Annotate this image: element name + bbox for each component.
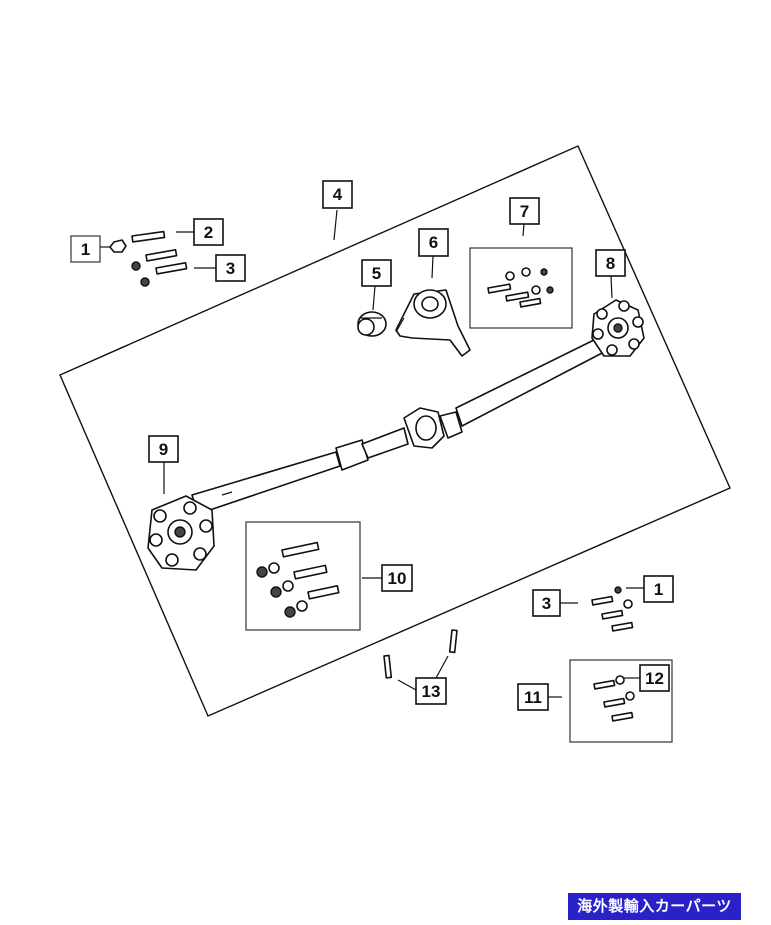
callout-label-13: 13	[422, 682, 441, 701]
center-support-bearing	[395, 289, 471, 357]
hardware-right	[591, 586, 634, 632]
callout-1b: 1	[643, 575, 674, 603]
callout-label-1a: 1	[81, 240, 90, 259]
callout-label-2: 2	[204, 223, 213, 242]
hardware-kit-7	[487, 267, 554, 308]
callout-3a: 3	[215, 254, 246, 282]
callout-3b: 3	[532, 589, 561, 617]
callout-label-8: 8	[606, 254, 615, 273]
bearing-insert	[357, 311, 387, 337]
callout-label-4: 4	[333, 185, 343, 204]
callout-1a: 1	[70, 235, 101, 263]
rear-flex-coupling	[147, 495, 215, 571]
callout-label-5: 5	[372, 264, 381, 283]
callout-5: 5	[361, 259, 392, 287]
assembly-frame	[59, 145, 731, 717]
callout-10: 10	[381, 564, 413, 592]
leader-lines	[100, 209, 644, 698]
callout-label-1b: 1	[654, 580, 663, 599]
callout-11: 11	[517, 683, 549, 711]
callout-6: 6	[418, 228, 449, 257]
front-flex-coupling	[591, 299, 645, 357]
callout-label-6: 6	[429, 233, 438, 252]
callout-9: 9	[148, 435, 179, 463]
callout-label-3a: 3	[226, 259, 235, 278]
driveshaft	[191, 337, 605, 515]
hardware-kit-11	[593, 675, 635, 722]
hardware-top-left	[109, 230, 188, 287]
callout-4: 4	[322, 180, 353, 209]
hardware-kit-10	[256, 541, 340, 618]
callout-12: 12	[639, 664, 670, 692]
callout-13: 13	[415, 677, 447, 705]
callout-label-11: 11	[524, 688, 542, 707]
callout-7: 7	[509, 197, 540, 225]
hardware-box-10	[245, 521, 361, 631]
callout-label-9: 9	[159, 440, 168, 459]
hardware-box-7	[469, 247, 573, 329]
callout-label-10: 10	[388, 569, 407, 588]
callout-2: 2	[193, 218, 224, 246]
callout-label-12: 12	[645, 669, 664, 688]
pins-13	[383, 629, 458, 679]
callout-label-3b: 3	[542, 594, 551, 613]
callout-label-7: 7	[520, 202, 529, 221]
hardware-box-11	[569, 659, 673, 743]
watermark-badge: 海外製輸入カーパーツ	[568, 893, 741, 920]
callout-8: 8	[595, 249, 626, 277]
